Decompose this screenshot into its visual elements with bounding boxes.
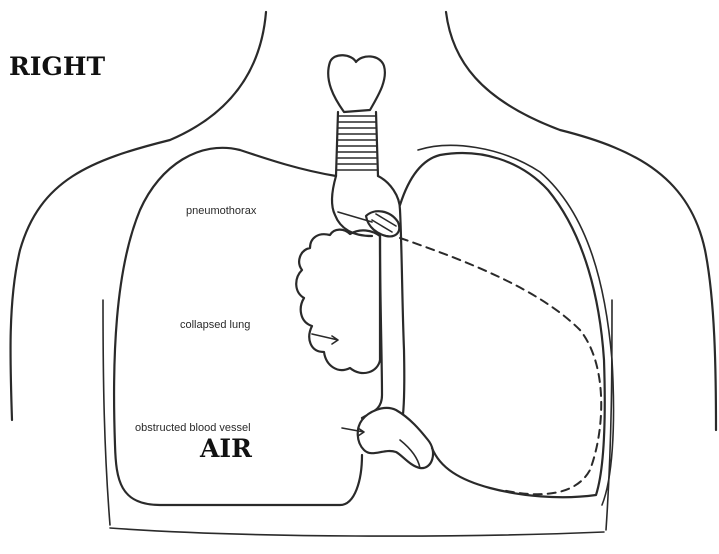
trachea-rings [337,116,377,170]
torso-right-outline [446,12,716,430]
larynx-shape [328,55,385,112]
air-label: AIR [200,434,252,463]
right-side-label: RIGHT [9,52,105,81]
right-main-bronchus [332,176,372,236]
bottom-chest-line [110,528,604,536]
obstructed-vessel-leader [342,428,364,436]
collapsed-lung [296,230,380,373]
obstructed-blood-vessel-label: obstructed blood vessel [135,422,251,434]
collapsed-lung-label: collapsed lung [180,319,250,331]
left-ribcage-line [103,300,110,525]
obstructed-blood-vessel [358,408,433,468]
left-pleural-outer-line [418,145,614,505]
pneumothorax-label: pneumothorax [186,205,256,217]
